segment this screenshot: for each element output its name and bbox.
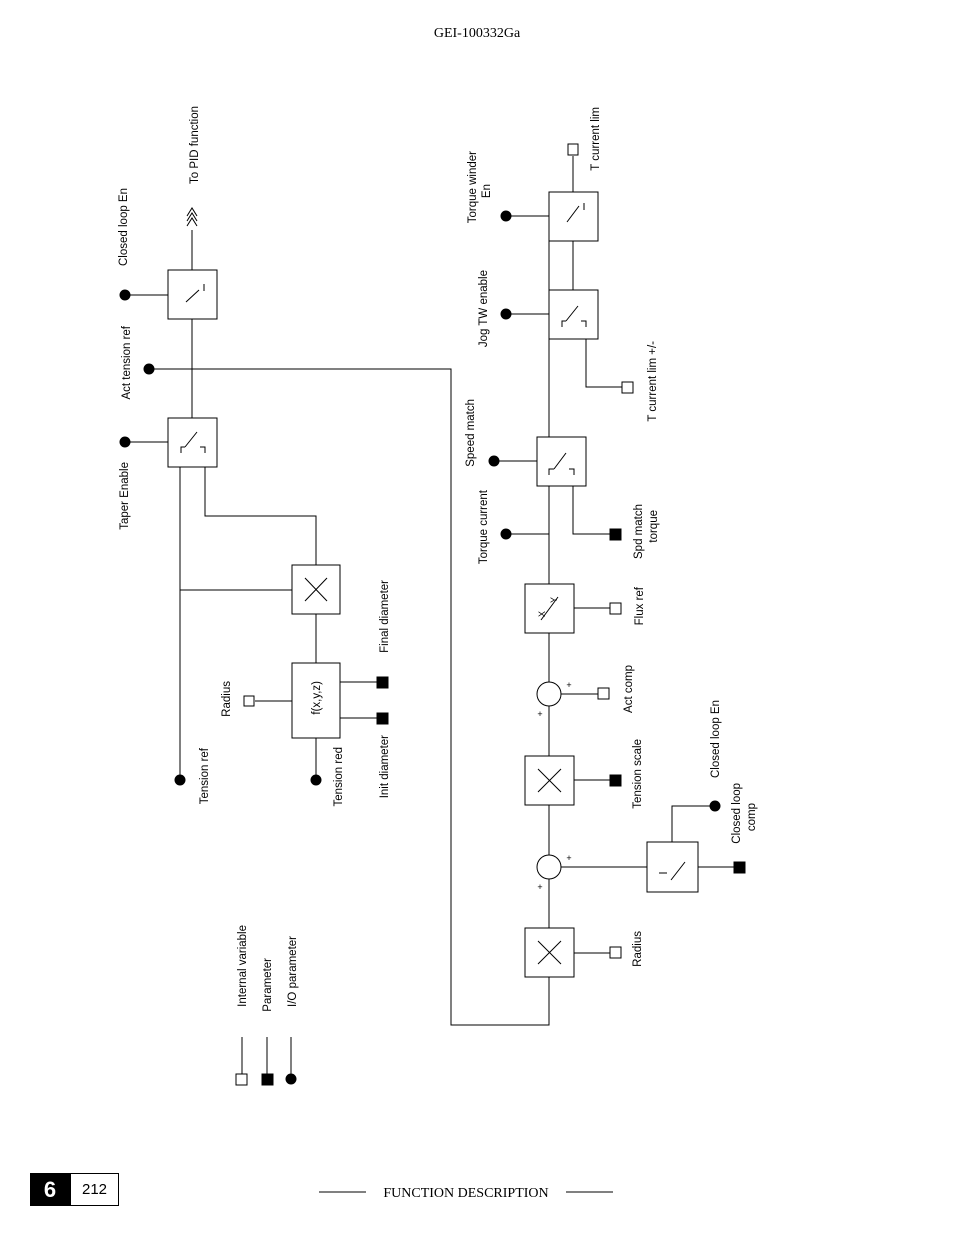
switch-icon	[185, 284, 205, 303]
legend-label-io-parameter: I/O parameter	[287, 936, 299, 1007]
label-spd-match-torque-line2: torque	[648, 510, 660, 543]
label-jog-tw-enable: Jog TW enable	[478, 270, 490, 347]
wire-t-current-lim-pm	[585, 339, 622, 388]
label-t-current-lim-pm: T current lim +/-	[647, 341, 659, 422]
plus-sign: +	[537, 882, 542, 892]
switch-icon	[659, 861, 686, 881]
act-comp-internal-terminal	[597, 687, 610, 700]
t-current-lim-pm-internal-terminal	[621, 381, 634, 394]
arrow-to-pid-icon	[186, 207, 198, 227]
tension-ref-io-terminal	[174, 774, 186, 786]
multiply-icon	[537, 768, 562, 793]
multiply-icon	[537, 940, 562, 965]
t-current-lim-internal-terminal	[567, 143, 579, 156]
label-radius-right: Radius	[632, 931, 644, 967]
taper-enable-io-terminal	[119, 436, 131, 448]
closed-loop-comp-switch	[646, 841, 699, 893]
label-tension-red: Tension red	[333, 747, 345, 806]
torque-winder-switch	[548, 191, 599, 242]
wire-spd-match-torque	[572, 486, 610, 535]
wire-mult-to-taper-sw	[204, 467, 317, 565]
tension-scale-multiplier	[524, 755, 575, 806]
label-t-current-lim: T current lim	[590, 107, 602, 171]
switch-icon	[566, 203, 585, 223]
page-number: 212	[70, 1173, 119, 1206]
legend-internal-terminal	[235, 1073, 248, 1086]
legend-parameter-terminal	[261, 1073, 274, 1086]
closed-loop-en-right-io-terminal	[709, 800, 721, 812]
plus-sign: +	[566, 680, 571, 690]
closed-loop-comp-parameter-terminal	[733, 861, 746, 874]
tension-scale-parameter-terminal	[609, 774, 622, 787]
label-spd-match-torque-line1: Spd match	[633, 504, 645, 559]
closed-loop-en-io-terminal	[119, 289, 131, 301]
fxyz-block	[291, 662, 341, 739]
label-speed-match: Speed match	[465, 399, 477, 467]
radius-internal-terminal	[243, 695, 255, 707]
label-torque-winder-en-line1: Torque winder	[467, 151, 479, 223]
label-closed-loop-en-right: Closed loop En	[710, 700, 722, 778]
label-closed-loop-en: Closed loop En	[118, 188, 130, 266]
changeover-switch-icon	[548, 452, 575, 475]
spd-match-torque-parameter-terminal	[609, 528, 622, 541]
final-diameter-parameter-terminal	[376, 676, 389, 689]
legend-label-parameter: Parameter	[262, 958, 274, 1012]
changeover-switch-icon	[561, 305, 587, 327]
divider-x-label: X	[537, 611, 547, 617]
label-flux-ref: Flux ref	[634, 586, 646, 625]
label-closed-loop-comp-line1: Closed loop	[731, 783, 743, 844]
footer-section-title: FUNCTION DESCRIPTION	[383, 1186, 548, 1201]
summing-junction-lower	[536, 854, 562, 880]
radius-right-internal-terminal	[609, 946, 622, 959]
legend-io-terminal	[285, 1073, 297, 1085]
plus-sign: +	[566, 853, 571, 863]
label-tension-scale: Tension scale	[632, 739, 644, 809]
torque-current-io-terminal	[500, 528, 512, 540]
label-to-pid-function: To PID function	[189, 106, 201, 184]
label-act-tension-ref: Act tension ref	[121, 325, 133, 399]
label-radius-left: Radius	[221, 681, 233, 717]
label-tension-ref: Tension ref	[199, 747, 211, 804]
summing-junction-upper	[536, 681, 562, 707]
multiply-icon	[304, 577, 328, 602]
label-final-diameter: Final diameter	[379, 580, 391, 653]
act-tension-ref-io-terminal	[143, 363, 155, 375]
speed-match-switch	[536, 436, 587, 487]
label-closed-loop-comp-line2: comp	[746, 803, 758, 831]
label-torque-current: Torque current	[478, 489, 490, 564]
taper-switch	[167, 417, 218, 468]
document-id: GEI-100332Ga	[433, 26, 521, 41]
wire-act-tension-ref	[149, 368, 550, 1026]
speed-match-io-terminal	[488, 455, 500, 467]
jog-tw-switch	[548, 289, 599, 340]
label-torque-winder-en-line2: En	[481, 184, 493, 198]
changeover-switch-icon	[180, 431, 206, 453]
torque-winder-en-io-terminal	[500, 210, 512, 222]
wire-closed-loop-en-right	[671, 805, 715, 842]
init-diameter-parameter-terminal	[376, 712, 389, 725]
label-fxyz: f(x,y,z)	[311, 681, 323, 715]
tension-red-io-terminal	[310, 774, 322, 786]
closed-loop-switch	[167, 269, 218, 320]
jog-tw-enable-io-terminal	[500, 308, 512, 320]
divider-y-label: Y	[549, 597, 559, 603]
legend-label-internal-variable: Internal variable	[237, 925, 249, 1007]
chapter-badge: 6	[30, 1173, 70, 1206]
label-act-comp: Act comp	[623, 665, 635, 713]
label-init-diameter: Init diameter	[379, 735, 391, 798]
label-taper-enable: Taper Enable	[119, 462, 131, 530]
plus-sign: +	[537, 709, 542, 719]
divide-icon	[540, 596, 559, 621]
flux-ref-internal-terminal	[609, 602, 622, 615]
